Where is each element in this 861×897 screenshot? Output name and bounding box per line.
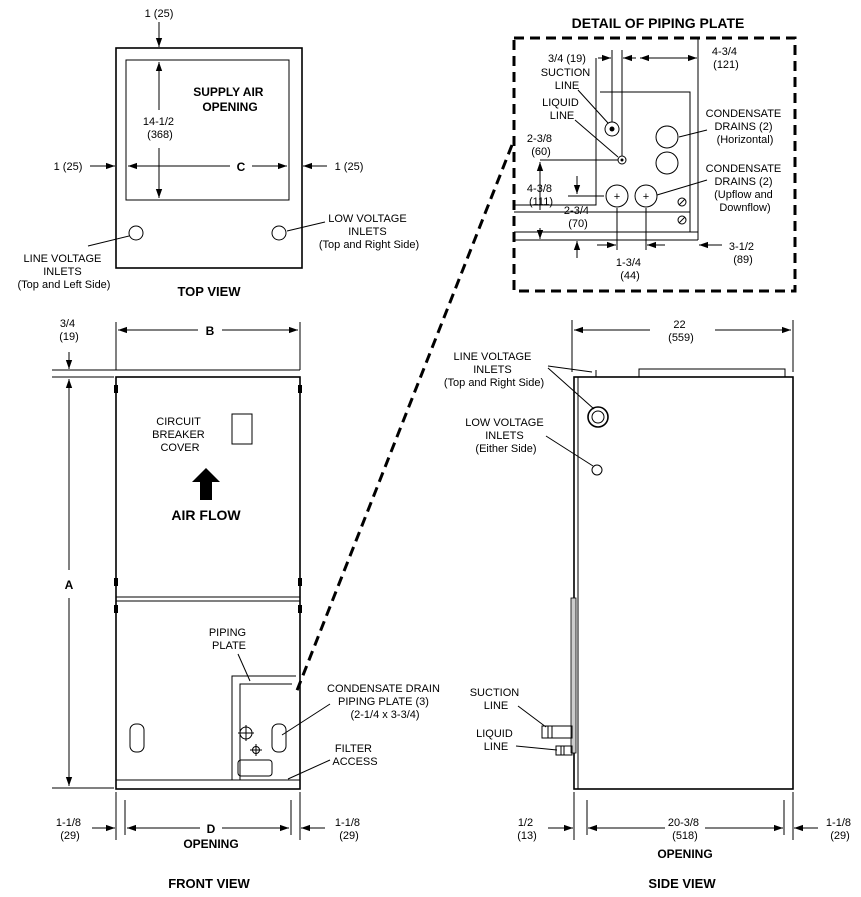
leader-line bbox=[515, 745, 558, 751]
dim-4-3-4: 4-3/4 (121) bbox=[712, 46, 740, 71]
piping-plate-detail: DETAIL OF PIPING PLATE 3/4 (19) 4-3/4 (1… bbox=[512, 15, 797, 293]
circuit-breaker-label: CIRCUIT BREAKER COVER bbox=[152, 416, 208, 454]
side-suction-label: SUCTION LINE bbox=[470, 687, 523, 712]
condensate-drain-icon bbox=[634, 184, 658, 208]
dim-top-3-4: 3/4 (19) bbox=[59, 318, 79, 343]
leader-line bbox=[286, 221, 326, 232]
dim-left-offset: 1 (25) bbox=[54, 161, 83, 173]
detail-frame bbox=[512, 36, 797, 293]
side-line-voltage-label: LINE VOLTAGE INLETS (Top and Right Side) bbox=[444, 351, 544, 389]
leader-line bbox=[547, 365, 593, 373]
leader-line bbox=[545, 435, 594, 467]
dim-22: 22 (559) bbox=[668, 319, 694, 344]
panel-seam bbox=[115, 596, 301, 602]
side-top-flange bbox=[638, 368, 786, 378]
side-view-title: SIDE VIEW bbox=[648, 876, 716, 891]
condensate-horizontal-label: CONDENSATE DRAINS (2) (Horizontal) bbox=[706, 108, 785, 146]
inlet-circle-icon bbox=[128, 225, 144, 241]
leader-line bbox=[678, 129, 708, 138]
top-view: SUPPLY AIR OPENING 1 (25) 14-1/2 (368) C… bbox=[18, 8, 420, 299]
dim-supply-height: 14-1/2 (368) bbox=[143, 116, 177, 141]
leader-line bbox=[281, 703, 331, 736]
leader-line bbox=[517, 705, 547, 728]
dim-1-2: 1/2 (13) bbox=[517, 817, 537, 842]
dim-top-offset: 1 (25) bbox=[145, 8, 174, 20]
leader-line bbox=[87, 235, 130, 247]
drain-plate-icon bbox=[271, 723, 287, 753]
plate-inner-edge bbox=[514, 58, 597, 206]
dim-front-left: 1-1/8 (29) bbox=[56, 817, 84, 842]
condensate-drain-icon bbox=[655, 125, 679, 149]
leader-line bbox=[287, 759, 331, 780]
condensate-drain-icon bbox=[605, 184, 629, 208]
dim-20-3-8: 20-3/8 (518) bbox=[668, 817, 702, 842]
dim-side-1-1-8: 1-1/8 (29) bbox=[826, 817, 854, 842]
side-low-voltage-label: LOW VOLTAGE INLETS (Either Side) bbox=[465, 417, 547, 455]
leader-line bbox=[577, 89, 609, 124]
supply-air-opening bbox=[125, 59, 290, 201]
circuit-breaker-cover bbox=[231, 413, 253, 445]
air-flow-label: AIR FLOW bbox=[171, 507, 241, 523]
dim-3-1-2: 3-1/2 (89) bbox=[729, 241, 757, 266]
dim-2-3-4: 2-3/4 (70) bbox=[564, 205, 592, 230]
liquid-line-label: LIQUID LINE bbox=[542, 97, 582, 122]
screw-icon bbox=[677, 215, 687, 225]
dim-4-3-8: 4-3/8 (111) bbox=[527, 183, 555, 208]
screw-icon bbox=[677, 197, 687, 207]
front-view-title: FRONT VIEW bbox=[168, 876, 250, 891]
piping-plate-label: PIPING PLATE bbox=[209, 627, 249, 652]
leader-line bbox=[656, 179, 708, 196]
detail-callout-line bbox=[294, 144, 514, 694]
side-view: 22 (559) LINE VOLTAGE INLETS (Top and Ri… bbox=[444, 319, 854, 891]
inlet-circle-icon bbox=[271, 225, 287, 241]
side-opening-label: OPENING bbox=[657, 847, 712, 861]
dim-3-4: 3/4 (19) bbox=[548, 53, 586, 65]
leader-line bbox=[547, 367, 595, 410]
low-voltage-inlets-label: LOW VOLTAGE INLETS (Top and Right Side) bbox=[319, 213, 419, 251]
air-flow-arrow-icon bbox=[192, 468, 220, 500]
drain-plate-icon bbox=[237, 759, 273, 777]
line-voltage-inlets-label: LINE VOLTAGE INLETS (Top and Left Side) bbox=[18, 253, 111, 291]
supply-air-label: SUPPLY AIR OPENING bbox=[193, 85, 267, 114]
dim-d: D bbox=[207, 822, 216, 836]
dim-c: C bbox=[237, 160, 246, 174]
side-liquid-label: LIQUID LINE bbox=[476, 728, 516, 753]
condensate-drain-icon bbox=[655, 151, 679, 175]
side-cabinet bbox=[573, 376, 794, 790]
dim-b: B bbox=[206, 324, 215, 338]
piping-plate-outline bbox=[231, 675, 296, 780]
plate-bracket bbox=[600, 91, 691, 232]
suction-line-stub bbox=[541, 725, 573, 739]
dim-right-offset: 1 (25) bbox=[335, 161, 364, 173]
top-view-cabinet bbox=[115, 47, 303, 269]
leader-line bbox=[574, 119, 619, 158]
suction-line-label: SUCTION LINE bbox=[541, 67, 594, 92]
dim-1-3-4: 1-3/4 (44) bbox=[616, 257, 644, 282]
condensate-drain-plate-label: CONDENSATE DRAIN PIPING PLATE (3) (2-1/4… bbox=[327, 683, 443, 721]
condensate-upflow-label: CONDENSATE DRAINS (2) (Upflow and Downfl… bbox=[706, 163, 785, 214]
dim-2-3-8: 2-3/8 (60) bbox=[527, 133, 555, 158]
detail-title: DETAIL OF PIPING PLATE bbox=[572, 15, 745, 31]
leader-line bbox=[237, 653, 251, 682]
front-view: B 3/4 (19) A CIRCUIT BREAKER COVER bbox=[52, 318, 443, 891]
top-view-title: TOP VIEW bbox=[177, 284, 241, 299]
low-voltage-inlet-icon bbox=[591, 464, 603, 476]
dim-front-right: 1-1/8 (29) bbox=[335, 817, 363, 842]
dim-a: A bbox=[65, 578, 74, 592]
drain-plate-icon bbox=[129, 723, 145, 753]
svg-text:+: + bbox=[614, 191, 620, 203]
svg-text:+: + bbox=[643, 191, 649, 203]
front-opening-label: OPENING bbox=[183, 837, 238, 851]
filter-access-label: FILTER ACCESS bbox=[332, 743, 377, 768]
line-voltage-inlet-icon bbox=[587, 406, 609, 428]
